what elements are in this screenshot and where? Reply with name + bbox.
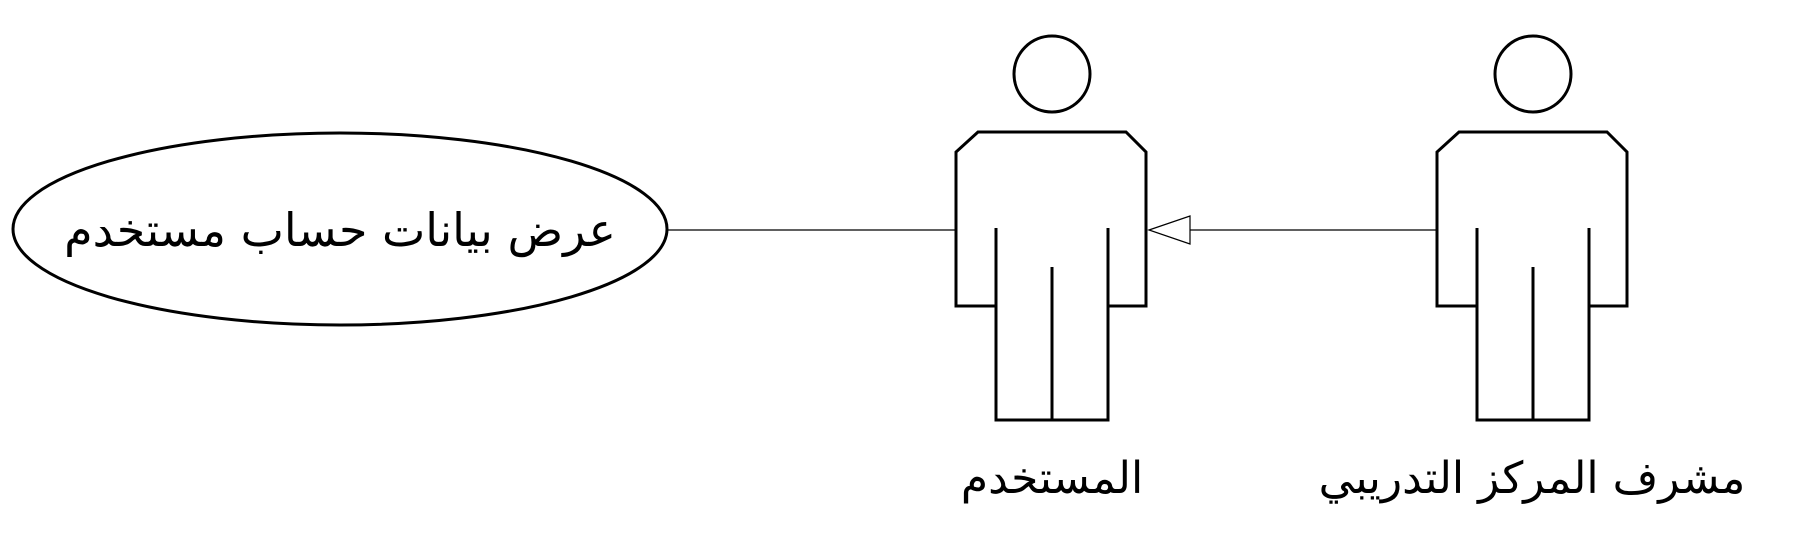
actor-training-center-supervisor[interactable]: مشرف المركز التدريبي	[1319, 34, 1746, 504]
actor-head	[1493, 34, 1573, 114]
use-case-ellipse	[11, 131, 669, 327]
generalization-arrowhead	[1147, 215, 1191, 245]
actor-user-label: المستخدم	[961, 453, 1143, 504]
actor-user[interactable]: المستخدم	[954, 34, 1148, 504]
use-case-label: عرض بيانات حساب مستخدم	[64, 203, 616, 258]
use-case[interactable]: عرض بيانات حساب مستخدم	[11, 131, 669, 327]
actor-supervisor-label: مشرف المركز التدريبي	[1319, 453, 1746, 504]
actor-head	[1012, 34, 1092, 114]
